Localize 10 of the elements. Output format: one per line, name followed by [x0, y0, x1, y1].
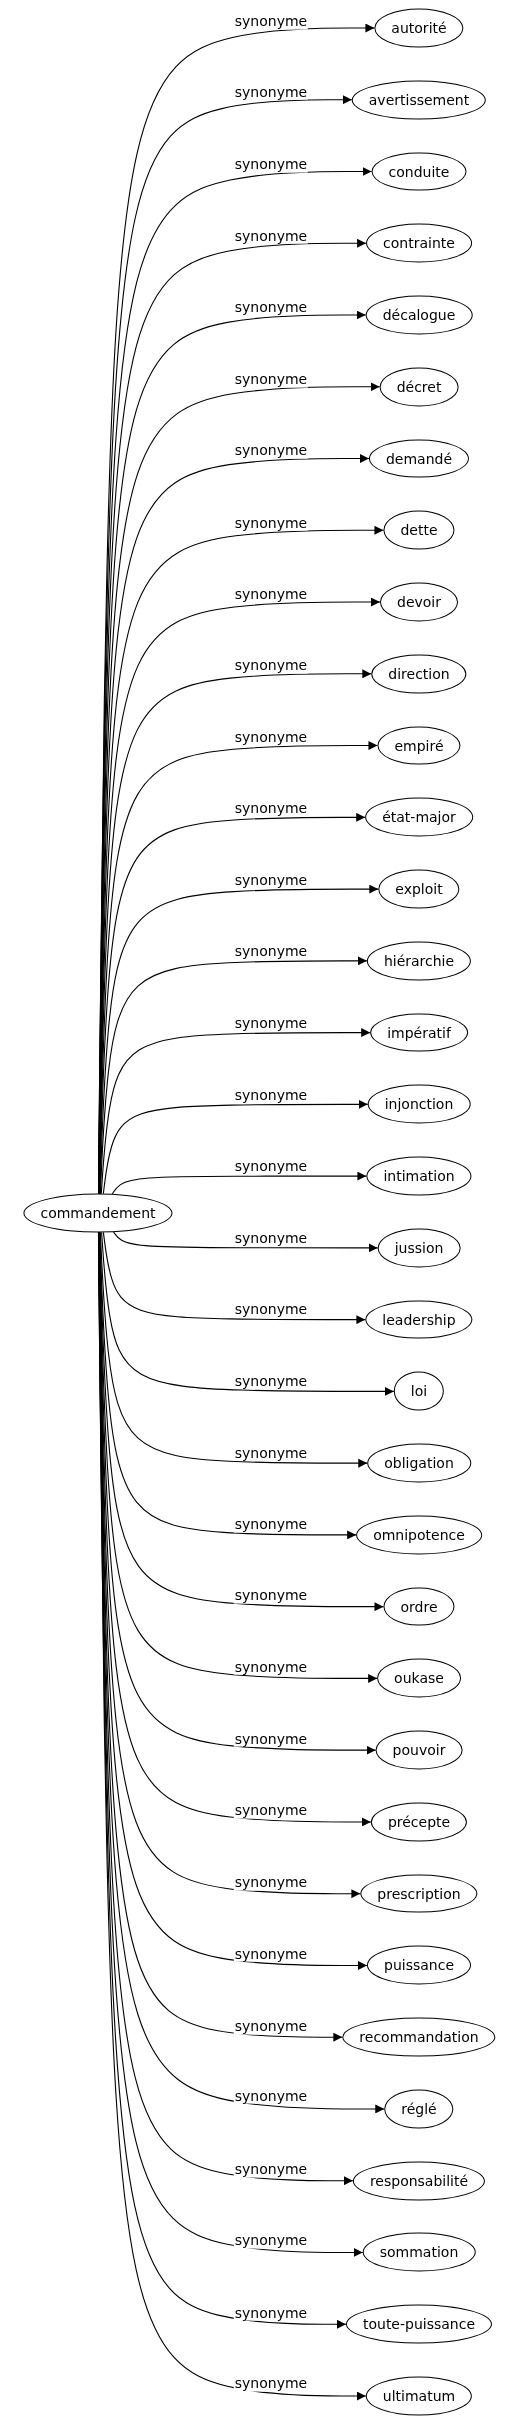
- arrow: [99, 1231, 368, 1468]
- arrow: [99, 956, 368, 1195]
- arrow: [101, 1231, 395, 1396]
- arrow: [111, 1171, 367, 1195]
- arrow: [100, 1028, 371, 1195]
- arrow: [102, 1231, 366, 1325]
- term-ellipse: précepte: [370, 1802, 468, 1842]
- arrow: [102, 1099, 369, 1195]
- arrow: [112, 1231, 379, 1253]
- arrow: [99, 884, 379, 1195]
